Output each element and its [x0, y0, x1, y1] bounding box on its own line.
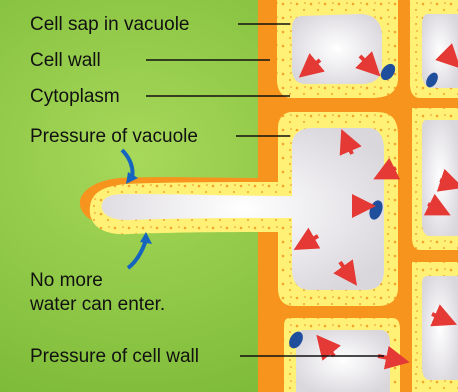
label-cytoplasm: Cytoplasm — [30, 86, 120, 107]
label-cell-wall: Cell wall — [30, 50, 101, 71]
label-pressure-vacuole: Pressure of vacuole — [30, 126, 198, 147]
label-pressure-wall: Pressure of cell wall — [30, 346, 199, 367]
label-no-more-line1: No more — [30, 270, 103, 291]
label-no-more-line2: water can enter. — [29, 294, 165, 315]
label-cell-sap: Cell sap in vacuole — [30, 14, 189, 35]
